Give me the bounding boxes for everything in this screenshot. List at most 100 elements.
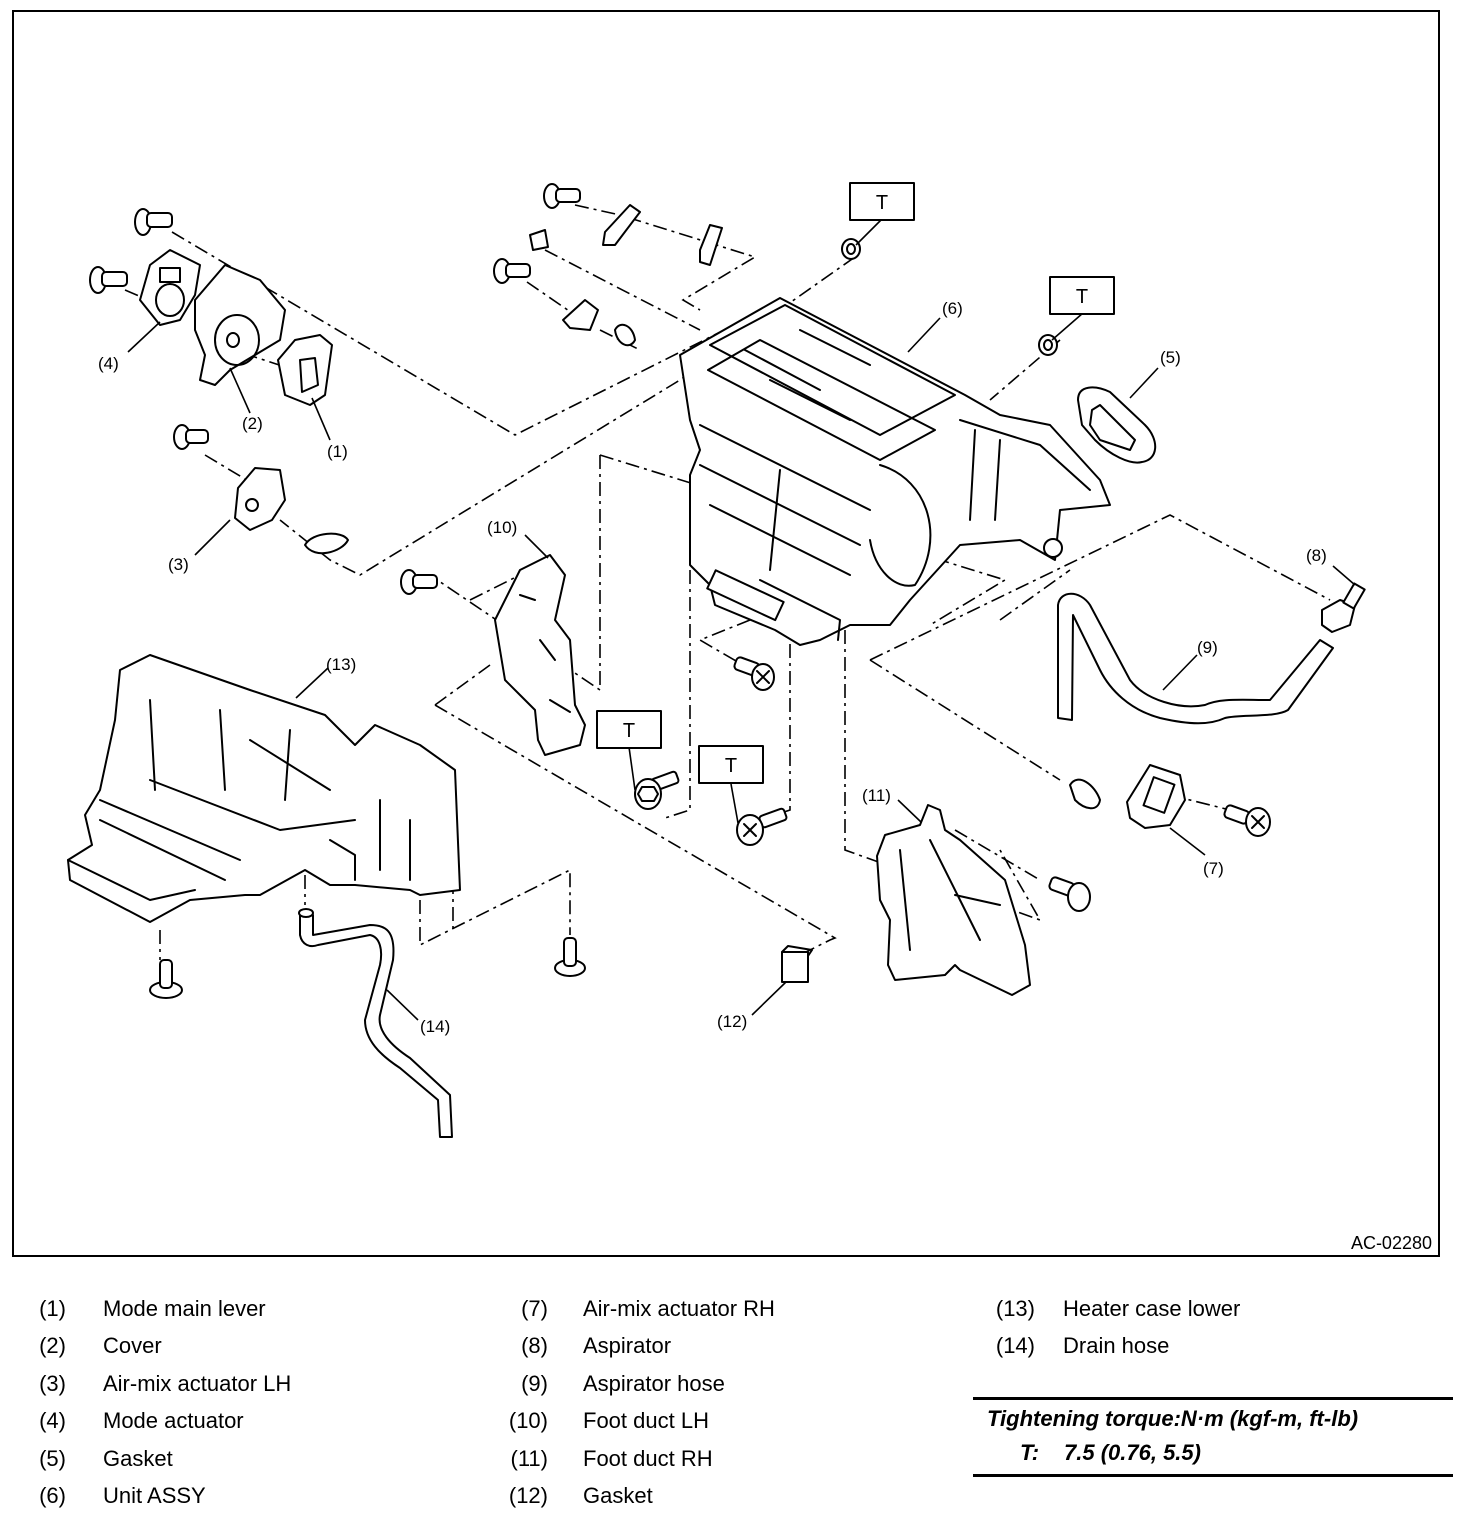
callout-4: (4) <box>98 354 119 373</box>
svg-text:T: T <box>876 192 888 214</box>
part-air-mix-actuator-lh <box>234 467 349 555</box>
callout-12: (12) <box>717 1012 747 1031</box>
torque-nut-top <box>841 238 861 260</box>
part-levers-top <box>529 204 723 347</box>
legend-item: (14) Drain hose <box>990 1328 1240 1366</box>
torque-spec-table: Tightening torque:N·m (kgf-m, ft-lb) T:7… <box>973 1397 1453 1477</box>
torque-heading: Tightening torque:N·m (kgf-m, ft-lb) <box>987 1406 1359 1431</box>
legend-num: (5) <box>39 1445 66 1471</box>
screw-top-center-1 <box>543 183 581 209</box>
legend-num: (14) <box>995 1333 1035 1359</box>
legend-item: (1) Mode main lever <box>36 1290 291 1328</box>
screw-top-center-2 <box>493 258 531 284</box>
torque-bolt-1 <box>634 770 680 810</box>
callout-3: (3) <box>168 555 189 574</box>
legend-label: Air-mix actuator RH <box>583 1295 775 1321</box>
part-heater-case-lower <box>67 654 461 923</box>
legend-label: Gasket <box>583 1483 653 1509</box>
callout-labels: (1) (2) (3) (4) (5) (6) (7) (8) (9) (10)… <box>98 299 1327 1036</box>
legend-num: (10) <box>508 1408 548 1434</box>
svg-text:T: T <box>623 720 635 742</box>
screw-top-left-1 <box>134 208 173 236</box>
callout-11: (11) <box>862 786 891 805</box>
part-unit-assy <box>679 297 1111 646</box>
callout-8: (8) <box>1306 546 1327 565</box>
legend-label: Drain hose <box>1063 1333 1170 1359</box>
legend-num: (3) <box>39 1370 66 1396</box>
legend-num: (13) <box>995 1295 1035 1321</box>
screw-heater-case-left <box>149 959 183 999</box>
legend-label: Unit ASSY <box>103 1483 206 1509</box>
part-aspirator <box>1321 582 1366 633</box>
legend-label: Aspirator hose <box>583 1370 725 1396</box>
legend-label: Foot duct LH <box>583 1408 709 1434</box>
legend-item: (10) Foot duct LH <box>508 1403 775 1441</box>
legend-num: (12) <box>508 1483 548 1509</box>
legend-num: (1) <box>39 1295 66 1321</box>
torque-box-4: T <box>698 745 764 784</box>
callout-14: (14) <box>420 1017 450 1036</box>
callout-9: (9) <box>1197 638 1218 657</box>
torque-bolt-2 <box>736 807 788 846</box>
legend-item: (5) Gasket <box>36 1440 291 1478</box>
screw-actuator-rh <box>1223 804 1271 837</box>
part-gasket-12 <box>781 945 813 983</box>
diagram-frame <box>12 10 1440 1257</box>
legend-item: (13) Heater case lower <box>990 1290 1240 1328</box>
legend-label: Air-mix actuator LH <box>103 1370 292 1396</box>
legend-item: (11)Foot duct RH <box>508 1440 775 1478</box>
legend-num: (6) <box>39 1483 66 1509</box>
legend-label: Mode actuator <box>103 1408 244 1434</box>
torque-row: T:7.5 (0.76, 5.5) <box>973 1438 1453 1474</box>
legend-item: (7) Air-mix actuator RH <box>508 1290 775 1328</box>
legend-item: (12) Gasket <box>508 1478 775 1516</box>
torque-box-3: T <box>596 710 662 749</box>
callout-7: (7) <box>1203 859 1224 878</box>
screw-heater-case-right <box>554 937 586 977</box>
legend-num: (2) <box>39 1333 66 1359</box>
part-gasket-5 <box>1077 386 1157 464</box>
legend-column-2: (7) Air-mix actuator RH (8) Aspirator (9) A… <box>508 1290 775 1515</box>
part-cover <box>194 264 286 386</box>
legend-item: (2)Cover <box>36 1328 291 1366</box>
part-air-mix-actuator-rh <box>1069 764 1186 829</box>
part-foot-duct-rh <box>876 804 1031 996</box>
legend-label: Heater case lower <box>1063 1295 1241 1321</box>
legend-item: (8) Aspirator <box>508 1328 775 1366</box>
callout-2: (2) <box>242 414 263 433</box>
legend-item: (9) Aspirator hose <box>508 1365 775 1403</box>
legend-label: Aspirator <box>583 1333 672 1359</box>
leader-lines <box>127 219 1356 1021</box>
svg-text:T: T <box>1076 286 1088 308</box>
part-aspirator-hose <box>1057 592 1334 725</box>
callout-6: (6) <box>942 299 963 318</box>
legend-label: Foot duct RH <box>583 1445 713 1471</box>
part-foot-duct-lh <box>494 554 586 756</box>
part-mode-actuator <box>139 249 201 326</box>
exploded-view-diagram: T T T T (1) (2) (3) (4) (5) (6) (7) (8) … <box>67 182 1366 1138</box>
legend-item: (6) Unit ASSY <box>36 1478 291 1516</box>
legend-column-1: (1) Mode main lever (2)Cover (3) Air-mix a… <box>36 1290 291 1515</box>
callout-10: (10) <box>487 518 517 537</box>
svg-text:T: T <box>725 755 737 777</box>
legend-num: (7) <box>521 1295 548 1321</box>
legend-column-3: (13) Heater case lower (14) Drain hose <box>990 1290 1240 1365</box>
screw-foot-duct-rh <box>1048 876 1091 912</box>
legend-num: (9) <box>521 1370 548 1396</box>
part-drain-hose <box>298 908 453 1138</box>
screw-foot-duct-lh <box>400 569 438 595</box>
torque-box-2: T <box>1049 276 1115 315</box>
legend-label: Gasket <box>103 1445 173 1471</box>
legend-num: (8) <box>521 1333 548 1359</box>
torque-box-1: T <box>849 182 915 221</box>
figure-id: AC-02280 <box>1350 1233 1432 1253</box>
callout-5: (5) <box>1160 348 1181 367</box>
legend-label: Mode main lever <box>103 1295 266 1321</box>
callout-13: (13) <box>326 655 356 674</box>
screw-unit-front <box>733 656 775 691</box>
callout-1: (1) <box>327 442 348 461</box>
legend-item: (4) Mode actuator <box>36 1403 291 1441</box>
legend-num: (4) <box>39 1408 66 1434</box>
screw-actuator-lh <box>173 424 209 450</box>
screw-top-left-2 <box>89 266 128 294</box>
